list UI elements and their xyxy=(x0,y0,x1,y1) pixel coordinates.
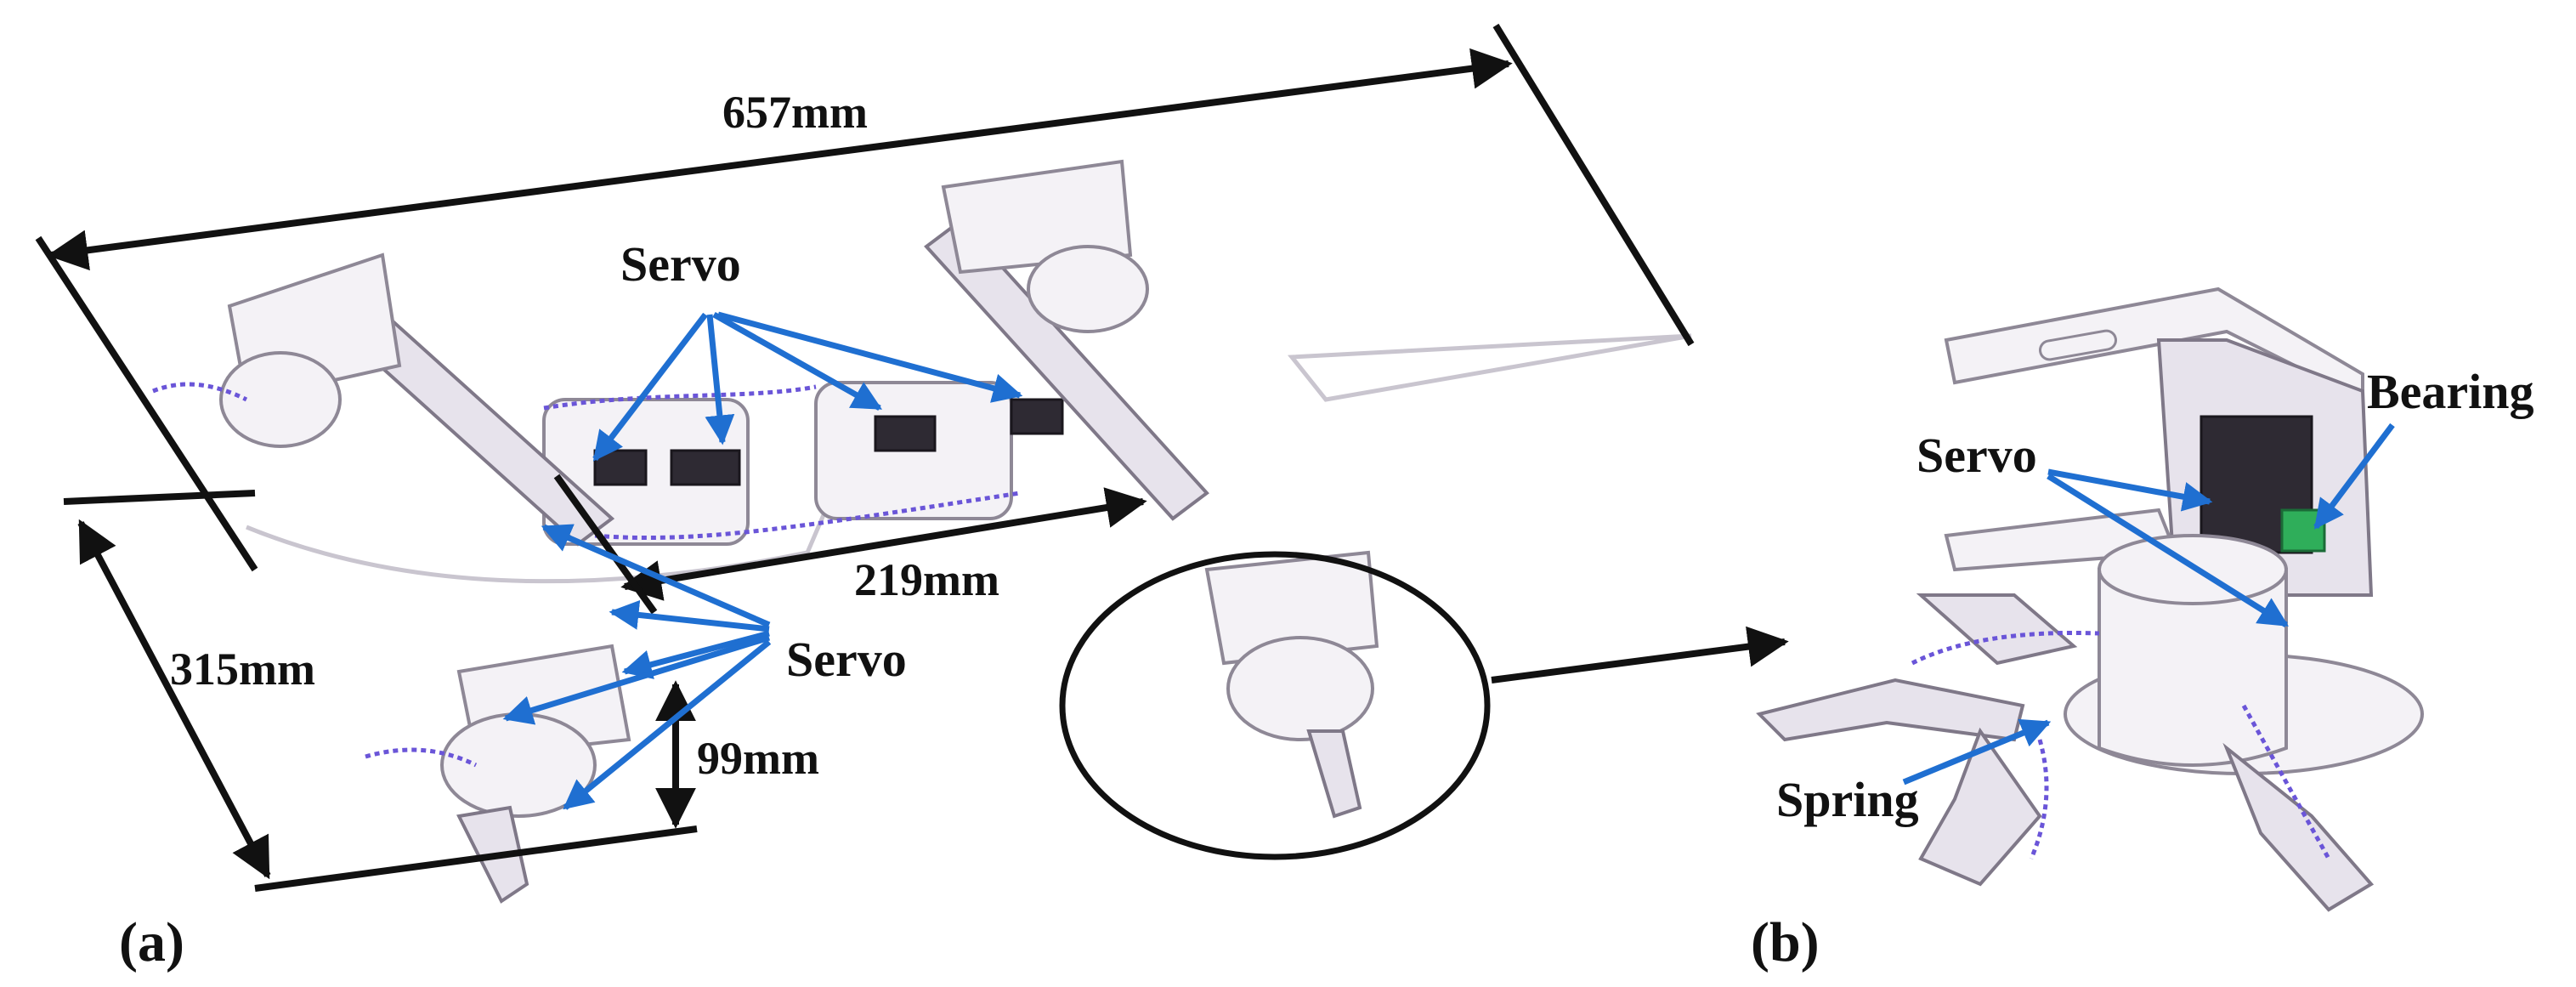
hub-cylinder xyxy=(2098,568,2288,767)
panel-b-label: (b) xyxy=(1751,911,1820,973)
dim-length-ext-left xyxy=(35,235,258,572)
dim-height-label: 99mm xyxy=(697,733,819,784)
spring-label: Spring xyxy=(1776,772,1919,827)
dim-spacing-arrow xyxy=(620,487,1147,601)
dim-width-ext-bottom xyxy=(254,825,698,892)
dim-width-ext-top xyxy=(63,490,256,505)
servo-b-arrow-1 xyxy=(2047,468,2213,512)
dim-width-arrow xyxy=(77,519,271,880)
bearing-label: Bearing xyxy=(2367,364,2534,419)
dim-width-label: 315mm xyxy=(170,644,315,695)
leg-rear-right xyxy=(941,159,1149,333)
dim-spacing-label: 219mm xyxy=(854,554,999,605)
finger-left xyxy=(1756,678,2025,742)
detail-arrow xyxy=(1491,626,1789,684)
spring-upper xyxy=(543,384,817,411)
servo-bottom-callouts xyxy=(502,524,772,810)
servo-label-top: Servo xyxy=(620,236,741,292)
bearing-part xyxy=(2280,508,2326,553)
servo-label-bottom: Servo xyxy=(786,632,907,687)
robot-assembly xyxy=(152,159,1692,904)
panel-a-label: (a) xyxy=(119,911,184,973)
leg-front-right xyxy=(1204,550,1379,819)
servo-label-b: Servo xyxy=(1916,428,2037,483)
dim-spacing-ext-left xyxy=(553,474,658,615)
leg-front-left xyxy=(365,644,631,904)
dim-length-label: 657mm xyxy=(722,87,868,138)
body-modules xyxy=(542,381,1064,546)
leg-detail xyxy=(1756,286,2424,912)
finger-back xyxy=(1916,593,2078,666)
servo-top-callouts xyxy=(592,311,1023,462)
leg-rear-left xyxy=(152,252,402,448)
finger-front xyxy=(1918,727,2042,887)
bearing-arrow xyxy=(2313,423,2395,530)
spring-arrow xyxy=(1902,718,2052,786)
servo-b-arrow-2 xyxy=(2047,474,2289,627)
dim-length-ext-right xyxy=(1492,23,1695,347)
tail-frame xyxy=(1288,333,1692,402)
dim-length-arrow xyxy=(47,48,1513,271)
detail-circle xyxy=(1059,551,1491,860)
